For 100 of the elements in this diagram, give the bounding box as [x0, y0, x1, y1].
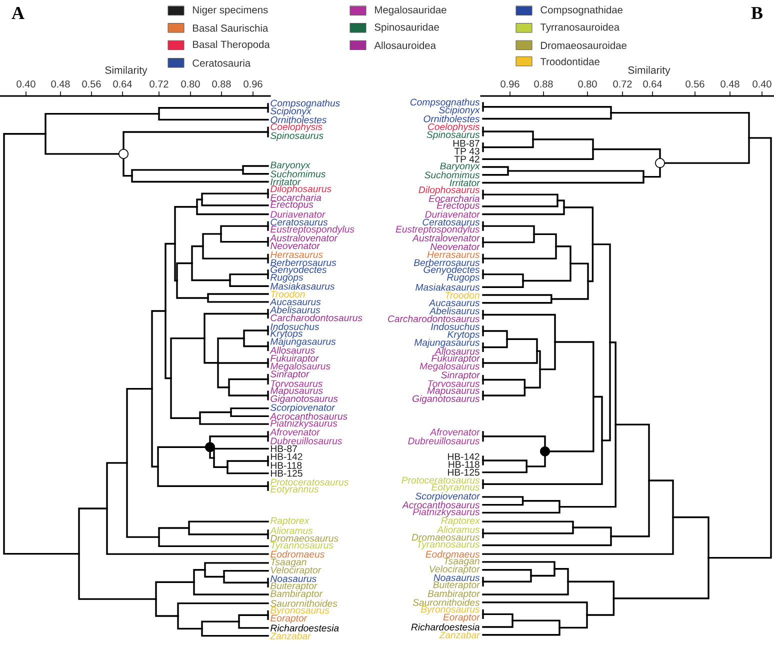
taxon-label: Troodon: [446, 292, 480, 299]
taxon-label: Berberrosaurus: [414, 259, 480, 266]
taxon-label: Eustreptospondylus: [270, 226, 354, 234]
tick-label: 0.80: [578, 80, 597, 88]
tick-label: 0.56: [686, 80, 704, 88]
tick-label: 0.40: [752, 80, 772, 88]
taxon-label: Megalosaurus: [420, 362, 480, 372]
taxon-label: Allosaurus: [434, 348, 480, 355]
taxon-label: TP 43: [454, 148, 480, 155]
taxon-label: Noasaurus: [270, 575, 316, 582]
taxon-label: Tyrannosaurus: [271, 542, 334, 550]
taxon-label: Ceratosaurus: [422, 218, 480, 226]
taxon-label: TP 42: [454, 156, 480, 162]
taxon-label: HB-125: [448, 468, 480, 476]
taxon-label: Acrocanthosaurus: [402, 501, 480, 508]
taxon-label: Giganotosaurus: [270, 394, 338, 404]
tick-label: 0.64: [113, 80, 132, 88]
taxon-label: Irritator: [450, 179, 480, 186]
tick-label: 0.40: [16, 80, 36, 88]
taxon-label: Tyrannosaurus: [417, 540, 480, 550]
taxon-label: Aucasaurus: [428, 300, 480, 306]
axis-title: Similarity: [628, 66, 670, 76]
taxon-label: Byronosaurus: [270, 606, 330, 616]
taxon-label: Buiteraptor: [433, 581, 480, 590]
taxon-label: Indosuchus: [431, 323, 480, 330]
taxon-label: Tsaagan: [271, 558, 306, 568]
taxon-label: Berberrosaurus: [270, 259, 336, 266]
taxon-label: Baryonyx: [270, 162, 310, 170]
taxon-label: Piatnizkysaurus: [412, 508, 480, 518]
taxon-label: Zanzabar: [270, 632, 312, 640]
taxon-label: Eocarcharia: [270, 194, 322, 202]
tick-label: 0.64: [643, 80, 662, 88]
taxon-label: Scorpiovenator: [416, 492, 480, 502]
taxon-label: Protoceratosaurus: [402, 476, 480, 484]
taxon-label: Bambiraptor: [270, 590, 323, 599]
taxon-label: Herrasaurus: [270, 251, 323, 258]
taxon-label: Sinraptor: [270, 370, 310, 380]
taxon-label: Eocarcharia: [428, 194, 480, 202]
taxon-label: Australovenator: [270, 234, 338, 242]
taxon-label: HB-118: [270, 462, 302, 469]
taxon-label: Buiteraptor: [270, 582, 318, 592]
taxon-label: Spinosaurus: [426, 130, 480, 140]
taxon-label: Eoraptor: [270, 614, 308, 624]
legend-label: Dromaeosauroidae: [541, 42, 626, 50]
taxon-label: Baryonyx: [440, 162, 480, 172]
legend-label: Basal Theropoda: [193, 40, 270, 50]
taxon-label: Majungasaurus: [270, 338, 336, 347]
tick-label: 0.48: [51, 80, 70, 88]
taxon-label: Torvosaurus: [428, 380, 480, 388]
taxon-label: Dubreuillosaurus: [270, 437, 342, 444]
taxon-label: Genyodectes: [270, 266, 327, 275]
legend-label: Basal Saurischia: [193, 24, 268, 32]
taxon-label: Scipionyx: [438, 106, 480, 116]
taxon-label: Sinraptor: [441, 371, 480, 380]
taxon-label: Erectopus: [270, 201, 314, 210]
taxon-label: Troodon: [271, 290, 305, 298]
taxon-label: Krytops: [270, 330, 303, 339]
taxon-label: Rugops: [447, 274, 480, 283]
taxon-label: Noasaurus: [434, 574, 480, 582]
taxon-label: Ornitholestes: [424, 115, 480, 122]
taxon-label: Eotyrannus: [432, 484, 480, 492]
taxon-label: Richardoestesia: [270, 624, 339, 632]
taxon-label: Dilophosaurus: [418, 186, 480, 196]
taxon-label: Eotyrannus: [270, 486, 319, 494]
taxon-label: Mapusaurus: [270, 387, 323, 396]
taxon-label: Krytops: [448, 331, 480, 340]
taxon-label: Irritator: [270, 178, 301, 186]
taxon-label: Megalosaurus: [270, 362, 330, 372]
taxon-label: Alioramus: [270, 526, 313, 534]
taxon-label: Carcharodontosaurus: [270, 314, 362, 322]
tick-label: 0.56: [82, 80, 101, 88]
taxon-label: Acrocanthosaurus: [270, 412, 348, 420]
taxon-label: Abelisaurus: [270, 306, 320, 314]
taxon-label: Raptorex: [270, 517, 310, 526]
taxon-label: Rugops: [270, 274, 304, 283]
tick-label: 0.88: [534, 80, 553, 88]
axis-title: Similarity: [105, 66, 148, 76]
taxon-label: HB-142: [270, 453, 302, 460]
taxon-label: Saurornithoides: [270, 600, 338, 607]
taxon-label: Scipionyx: [270, 107, 312, 116]
taxon-label: Duriavenator: [270, 210, 326, 218]
taxon-label: Alioramus: [436, 526, 480, 533]
legend-label: Niger specimens: [193, 6, 268, 16]
legend-label: Compsognathidae: [540, 6, 623, 16]
taxon-label: Masiakasaurus: [416, 284, 480, 291]
taxon-label: Australovenator: [412, 234, 480, 242]
legend-label: Spinosauridae: [374, 23, 439, 33]
taxon-label: Aucasaurus: [270, 298, 321, 306]
taxon-label: Majungasaurus: [414, 338, 480, 348]
taxon-label: Mapusaurus: [427, 387, 480, 396]
taxon-label: Eustreptospondylus: [396, 226, 480, 234]
tick-label: 0.72: [613, 80, 632, 88]
taxon-label: Zanzabar: [439, 631, 480, 638]
taxon-label: Velociraptor: [271, 566, 322, 576]
legend-label: Megalosauridae: [375, 6, 446, 16]
taxon-label: Allosaurus: [270, 346, 315, 354]
taxon-label: Fukuiraptor: [270, 354, 320, 364]
taxon-label: HB-118: [448, 461, 480, 468]
panel-letter: A: [12, 7, 24, 19]
taxon-label: Coelophysis: [270, 123, 322, 132]
